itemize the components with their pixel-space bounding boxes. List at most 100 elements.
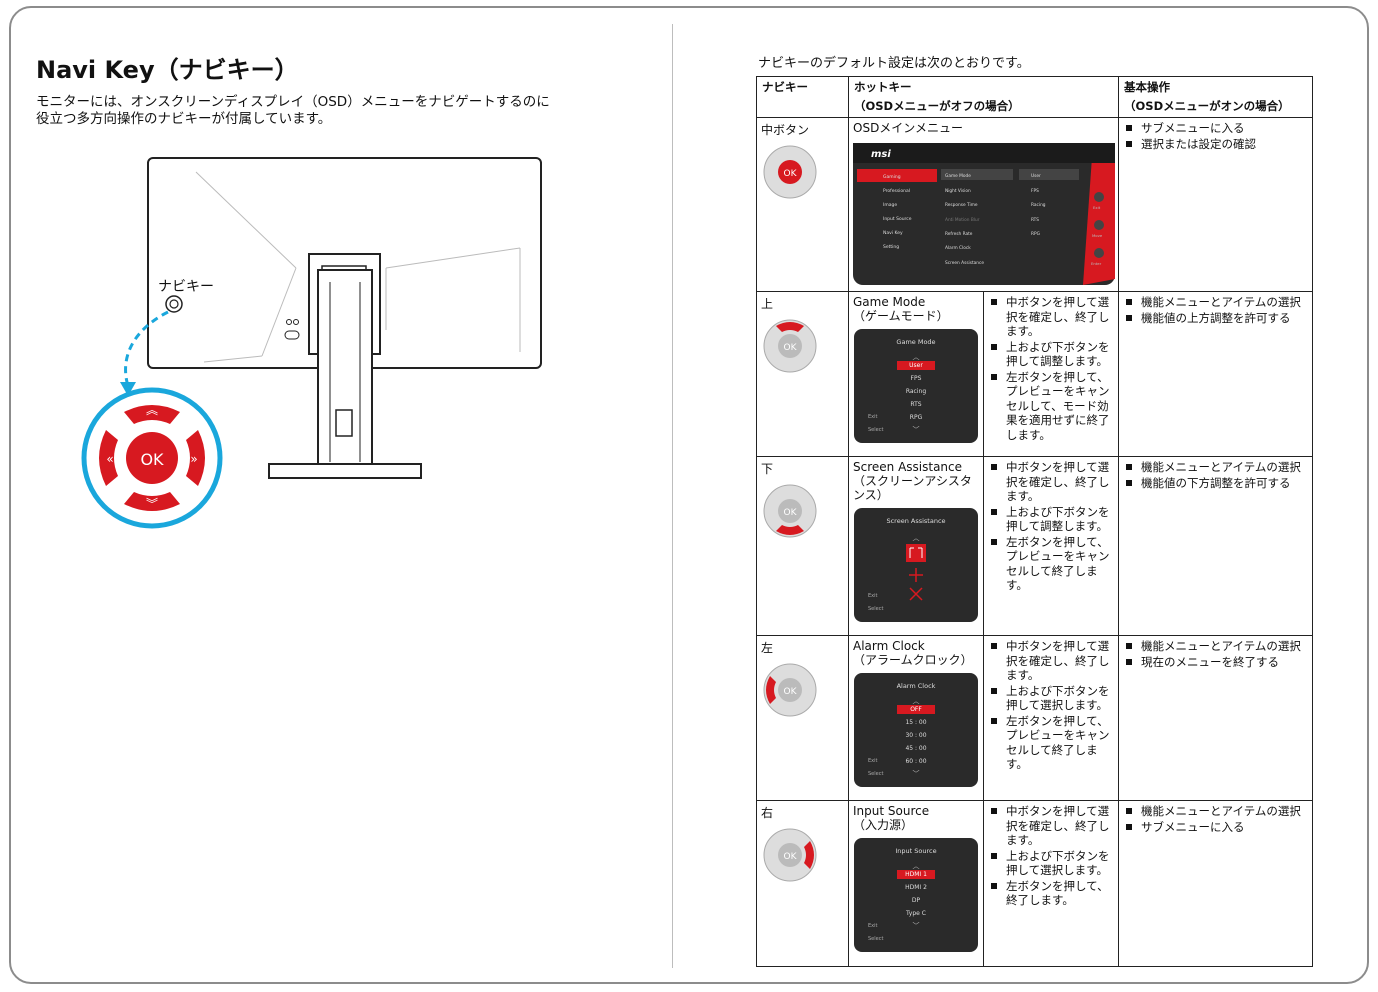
- osd-right-2: Racing: [1031, 202, 1046, 208]
- osd-right-4: RPG: [1031, 231, 1040, 237]
- osd-sidebar-4: Navi Key: [883, 230, 903, 236]
- osd-middle-3: Anti Motion Blur: [945, 217, 980, 223]
- osd-middle-2: Response Time: [945, 202, 978, 208]
- crosshair-icons: ︿: [906, 534, 926, 601]
- basic-item: 機能値の下方調整を許可する: [1123, 476, 1308, 491]
- op-item: 左ボタンを押して、終了します。: [988, 879, 1114, 908]
- osd-middle-0: Game Mode: [945, 173, 971, 179]
- osd-brand: msi: [871, 149, 891, 160]
- ops-cell: 中ボタンを押して選択を確定し、終了します。 上および下ボタンを押して選択します。…: [982, 635, 1120, 801]
- osd-middle-5: Alarm Clock: [945, 245, 971, 251]
- key-cell: 右 OK: [756, 800, 849, 967]
- svg-text:OK: OK: [784, 169, 798, 179]
- table-row: 下 OK Screen Assistance （スクリーンアシスタンス） Scr…: [756, 456, 1314, 636]
- navi-key-table: ナビキー ホットキー （OSDメニューがオフの場合） 基本操作 （OSDメニュー…: [756, 76, 1314, 967]
- op-item: 中ボタンを押して選択を確定し、終了します。: [988, 295, 1114, 339]
- key-cell: 中ボタン OK: [756, 117, 849, 292]
- osd-right-0: User: [1031, 173, 1041, 179]
- game-mode-osd: Game Mode ︿ User FPS Racing RTS RPG ﹀ Ex…: [854, 329, 978, 443]
- hotkey-cell: Game Mode （ゲームモード） Game Mode ︿ User FPS …: [848, 291, 984, 457]
- basic-cell: 機能メニューとアイテムの選択 機能値の下方調整を許可する: [1118, 456, 1314, 636]
- osd-side-enter: Enter: [1091, 261, 1102, 266]
- navi-key-small-icon: [165, 295, 183, 313]
- op-item: 上および下ボタンを押して調整します。: [988, 340, 1114, 369]
- ops-cell: 中ボタンを押して選択を確定し、終了します。 上および下ボタンを押して調整します。…: [982, 291, 1120, 457]
- svg-text:OK: OK: [784, 852, 798, 862]
- osd-right-1: FPS: [1031, 188, 1039, 194]
- key-cell: 上 OK: [756, 291, 849, 457]
- key-cell: 下 OK: [756, 456, 849, 636]
- svg-text:︽: ︽: [146, 403, 158, 417]
- basic-cell: 機能メニューとアイテムの選択 サブメニューに入る: [1118, 800, 1314, 967]
- basic-item: 現在のメニューを終了する: [1123, 655, 1308, 670]
- hotkey-cell: Input Source （入力源） Input Source ︿ HDMI 1…: [848, 800, 984, 967]
- op-item: 中ボタンを押して選択を確定し、終了します。: [988, 804, 1114, 848]
- basic-cell: 機能メニューとアイテムの選択 機能値の上方調整を許可する: [1118, 291, 1314, 457]
- osd-middle-6: Screen Assistance: [945, 260, 984, 266]
- basic-cell: サブメニューに入る 選択または設定の確認: [1118, 117, 1314, 292]
- osd-sidebar-1: Professional: [883, 188, 910, 194]
- navi-key-right-icon: OK: [763, 828, 817, 882]
- basic-item: 機能メニューとアイテムの選択: [1123, 639, 1308, 654]
- osd-side-exit: Exit: [1093, 205, 1101, 210]
- op-item: 左ボタンを押して、プレビューをキャンセルして終了します。: [988, 535, 1114, 593]
- input-source-osd: Input Source ︿ HDMI 1 HDMI 2 DP Type C ﹀…: [854, 838, 978, 952]
- svg-text:OK: OK: [784, 687, 798, 697]
- alarm-clock-osd: Alarm Clock ︿ OFF 15 : 00 30 : 00 45 : 0…: [854, 673, 978, 787]
- ok-label: OK: [140, 450, 164, 469]
- hotkey-cell: Screen Assistance （スクリーンアシスタンス） Screen A…: [848, 456, 984, 636]
- basic-item: サブメニューに入る: [1123, 820, 1308, 835]
- osd-sidebar-0: Gaming: [883, 174, 901, 180]
- header-hotkey: ホットキー （OSDメニューがオフの場合）: [847, 76, 1120, 118]
- basic-item: 機能メニューとアイテムの選択: [1123, 295, 1308, 310]
- op-item: 上および下ボタンを押して選択します。: [988, 684, 1114, 713]
- page-divider: [672, 24, 673, 968]
- hotkey-cell: OSDメインメニュー msi Gaming Professional Image…: [847, 117, 1120, 292]
- basic-cell: 機能メニューとアイテムの選択 現在のメニューを終了する: [1118, 635, 1314, 801]
- intro-line-1: モニターには、オンスクリーンディスプレイ（OSD）メニューをナビゲートするのに: [36, 94, 550, 110]
- intro-text: モニターには、オンスクリーンディスプレイ（OSD）メニューをナビゲートするのに …: [36, 94, 636, 128]
- navi-key-label: ナビキー: [158, 279, 214, 295]
- basic-item: 機能メニューとアイテムの選択: [1123, 460, 1308, 475]
- table-caption: ナビキーのデフォルト設定は次のとおりです。: [758, 56, 1030, 71]
- svg-text:OK: OK: [784, 343, 798, 353]
- hotkey-cell: Alarm Clock （アラームクロック） Alarm Clock ︿ OFF…: [848, 635, 984, 801]
- osd-sidebar-3: Input Source: [883, 216, 912, 222]
- svg-text:OK: OK: [784, 508, 798, 518]
- basic-item: 選択または設定の確認: [1123, 137, 1308, 152]
- ops-cell: 中ボタンを押して選択を確定し、終了します。 上および下ボタンを押して選択します。…: [982, 800, 1120, 967]
- header-basic: 基本操作 （OSDメニューがオンの場合）: [1118, 76, 1314, 118]
- intro-line-2: 役立つ多方向操作のナビキーが付属しています。: [36, 111, 332, 127]
- svg-text:︾: ︾: [146, 497, 158, 511]
- navi-key-up-icon: OK: [763, 319, 817, 373]
- basic-item: 機能値の上方調整を許可する: [1123, 311, 1308, 326]
- ops-cell: 中ボタンを押して選択を確定し、終了します。 上および下ボタンを押して調整します。…: [982, 456, 1120, 636]
- osd-middle-1: Night Vision: [945, 188, 971, 194]
- svg-text:︿: ︿: [913, 534, 920, 542]
- table-header-row: ナビキー ホットキー （OSDメニューがオフの場合） 基本操作 （OSDメニュー…: [756, 76, 1314, 118]
- op-item: 上および下ボタンを押して調整します。: [988, 505, 1114, 534]
- op-item: 上および下ボタンを押して選択します。: [988, 849, 1114, 878]
- basic-item: 機能メニューとアイテムの選択: [1123, 804, 1308, 819]
- op-item: 左ボタンを押して、プレビューをキャンセルして終了します。: [988, 714, 1114, 772]
- table-row: 左 OK Alarm Clock （アラームクロック） Alarm Clock …: [756, 635, 1314, 801]
- osd-sidebar-2: Image: [883, 202, 897, 208]
- navi-key-down-icon: OK: [763, 484, 817, 538]
- table-row: 中ボタン OK OSDメインメニュー msi Gaming Profession…: [756, 117, 1314, 292]
- svg-text:»: »: [190, 452, 197, 466]
- osd-main-menu-screenshot: msi Gaming Professional Image Input Sour…: [853, 143, 1115, 285]
- osd-right-3: RTS: [1031, 217, 1039, 223]
- basic-item: サブメニューに入る: [1123, 121, 1308, 136]
- table-row: 右 OK Input Source （入力源） Input Source ︿ H…: [756, 800, 1314, 967]
- navi-key-large-icon: ︽ ︾ « » OK: [81, 387, 223, 529]
- op-item: 中ボタンを押して選択を確定し、終了します。: [988, 460, 1114, 504]
- osd-middle-4: Refresh Rate: [945, 231, 973, 237]
- header-key: ナビキー: [756, 76, 849, 118]
- navi-key-center-icon: OK: [763, 145, 817, 199]
- op-item: 左ボタンを押して、プレビューをキャンセルして、モード効果を適用せずに終了します。: [988, 370, 1114, 443]
- osd-side-move: Move: [1092, 233, 1103, 238]
- svg-text:«: «: [106, 452, 113, 466]
- monitor-back-illustration: ︽ ︾ « » OK: [81, 157, 542, 529]
- key-cell: 左 OK: [756, 635, 849, 801]
